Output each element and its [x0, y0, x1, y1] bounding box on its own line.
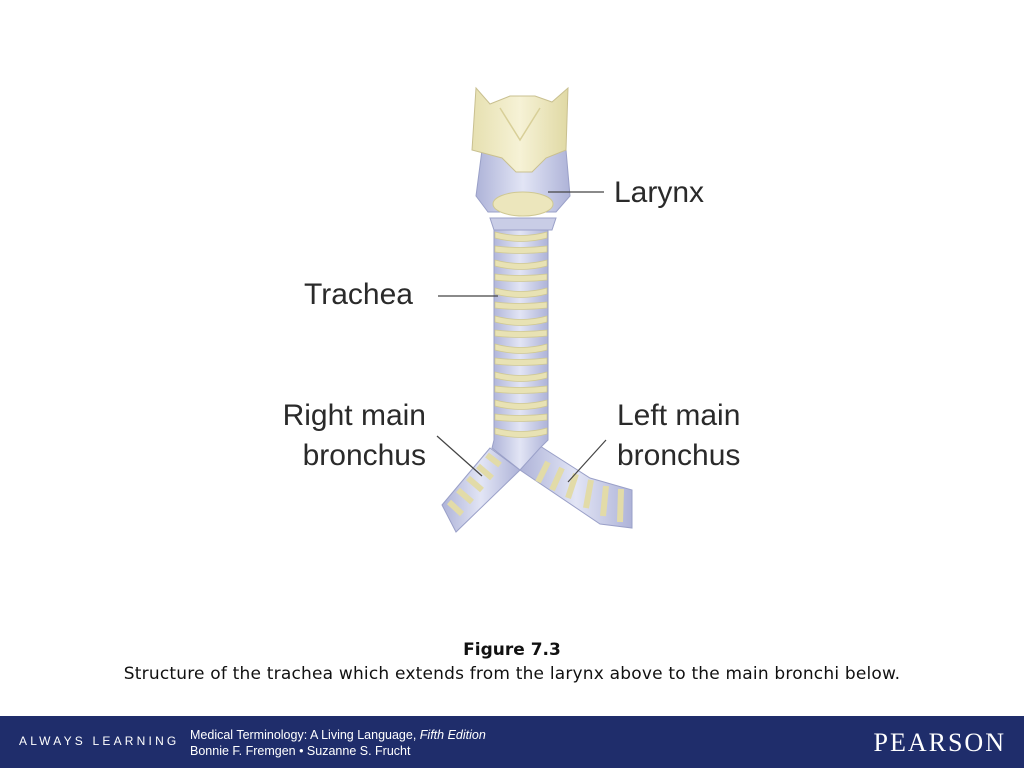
left-bronchus-leader-line	[567, 439, 607, 483]
cartilage-ring	[494, 245, 548, 254]
figure-caption: Figure 7.3 Structure of the trachea whic…	[0, 638, 1024, 686]
publisher-logo: PEARSON	[873, 728, 1006, 757]
book-title-line: Medical Terminology: A Living Language, …	[190, 727, 486, 743]
cartilage-ring	[494, 329, 548, 338]
right-bronchus-leader-line	[436, 435, 483, 477]
tagline: ALWAYS LEARNING	[19, 734, 180, 748]
right-main-bronchus	[441, 447, 521, 533]
cartilage-ring	[494, 231, 548, 242]
caption-text: Structure of the trachea which extends f…	[123, 664, 901, 684]
caption-title: Figure 7.3	[463, 640, 561, 660]
right-main-bronchus-label: Right main bronchus	[264, 396, 426, 476]
cartilage-ring	[494, 343, 548, 354]
cartilage-ring	[494, 273, 548, 282]
cartilage-ring	[494, 413, 548, 422]
cartilage-ring	[494, 371, 548, 382]
left-main-bronchus-label: Left main bronchus	[617, 396, 740, 476]
right-label-line2: bronchus	[302, 439, 426, 472]
right-label-line1: Right main	[282, 399, 426, 432]
cartilage-ring	[494, 357, 548, 366]
cartilage-ring	[494, 399, 548, 410]
cartilage-ring	[494, 385, 548, 394]
left-main-bronchus	[519, 445, 633, 529]
larynx-label: Larynx	[614, 176, 705, 209]
book-info: Medical Terminology: A Living Language, …	[190, 727, 486, 759]
leader-lines	[436, 191, 607, 483]
book-title: Medical Terminology: A Living Language,	[190, 728, 420, 742]
left-label-line1: Left main	[617, 399, 741, 432]
trachea	[491, 225, 549, 471]
left-label-line2: bronchus	[617, 439, 741, 472]
book-edition: Fifth Edition	[419, 728, 486, 742]
cartilage-ring	[494, 287, 548, 298]
footer-bar: ALWAYS LEARNING Medical Terminology: A L…	[0, 716, 1024, 768]
trachea-diagram	[436, 86, 633, 533]
book-authors: Bonnie F. Fremgen • Suzanne S. Frucht	[190, 744, 411, 758]
cartilage-ring	[494, 301, 548, 310]
cartilage-ring	[494, 427, 548, 438]
cartilage-ring	[494, 315, 548, 326]
larynx	[471, 86, 571, 231]
cartilage-ring	[494, 259, 548, 270]
trachea-label: Trachea	[304, 278, 413, 311]
